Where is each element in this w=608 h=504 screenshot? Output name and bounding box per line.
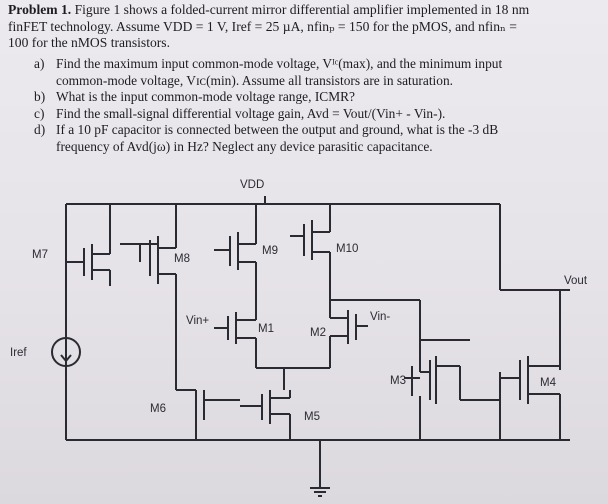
- vout-label: Vout: [564, 275, 588, 287]
- iref-source-circle: [51, 337, 81, 367]
- m8-label: M8: [174, 253, 190, 265]
- m2-label: M2: [310, 327, 326, 339]
- question-a-cont: common-mode voltage, Vɪᴄ(min). Assume al…: [56, 72, 454, 88]
- problem-statement: Problem 1. Figure 1 shows a folded-curre…: [8, 2, 604, 52]
- question-b: b)What is the input common-mode voltage …: [34, 89, 355, 105]
- m4-label: M4: [540, 377, 557, 389]
- vin-plus-label: Vin+: [186, 315, 209, 327]
- vin-minus-label: Vin-: [370, 311, 390, 323]
- problem-heading: Problem 1.: [8, 2, 72, 17]
- m5-label: M5: [304, 411, 320, 423]
- question-c: c)Find the small-signal differential vol…: [34, 105, 446, 121]
- circuit-diagram: VDD M7 M8 M9 M10 M1 M2 M3 M4 M5 M6 Iref …: [10, 179, 588, 497]
- question-list: a)Find the maximum input common-mode vol…: [34, 56, 502, 156]
- question-a: a)Find the maximum input common-mode vol…: [34, 56, 503, 71]
- problem-line-3: 100 for the nMOS transistors.: [8, 35, 170, 51]
- problem-line-1: Problem 1. Figure 1 shows a folded-curre…: [8, 2, 604, 19]
- circuit-wires: [51, 196, 570, 497]
- vdd-label: VDD: [240, 179, 264, 191]
- m3-label: M3: [390, 375, 406, 387]
- question-d-cont: frequency of Avd(jω) in Hz? Neglect any …: [56, 138, 433, 154]
- problem-line-2: finFET technology. Assume VDD = 1 V, Ire…: [8, 18, 517, 34]
- m9-label: M9: [262, 245, 278, 257]
- iref-label: Iref: [10, 347, 27, 359]
- m10-label: M10: [336, 243, 358, 255]
- m6-label: M6: [150, 403, 166, 415]
- problem-text-1: Figure 1 shows a folded-current mirror d…: [74, 2, 530, 17]
- question-d: d)If a 10 pF capacitor is connected betw…: [34, 122, 499, 138]
- m7-label: M7: [32, 249, 48, 261]
- m1-label: M1: [258, 323, 274, 335]
